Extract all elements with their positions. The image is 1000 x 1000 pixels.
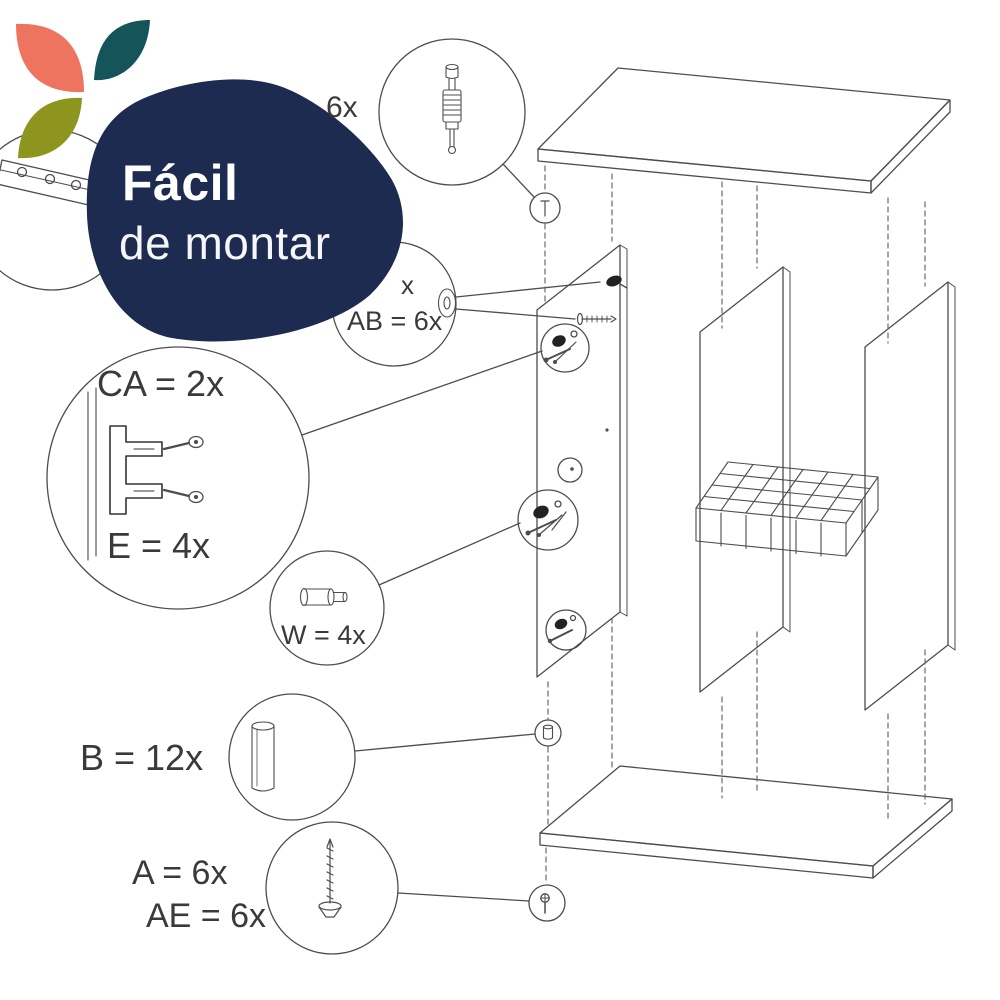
brand-blob <box>86 79 403 342</box>
label-bolt-qty: 6x <box>326 91 358 124</box>
leader-screw <box>397 892 530 902</box>
label-ab-qty: AB = 6x <box>347 306 443 336</box>
pin-marker-circle <box>529 192 561 224</box>
side-panel-right <box>864 281 956 711</box>
label-a-qty: A = 6x <box>132 854 228 892</box>
petal-teal-icon <box>94 20 150 81</box>
label-b-qty: B = 12x <box>80 737 204 778</box>
cam-on-panel-icon <box>606 275 628 289</box>
bolt-callout-circle <box>378 38 526 186</box>
bottom-panel <box>539 765 953 879</box>
plug-icon <box>299 587 348 607</box>
hole-marker <box>557 457 583 483</box>
dowel-icon <box>251 721 275 792</box>
assembly-dashed-lines <box>544 165 926 885</box>
wire-basket <box>695 461 879 557</box>
side-panel-middle <box>699 266 791 693</box>
screw-marker-circle <box>528 884 566 922</box>
screw-callout-circle <box>265 821 399 955</box>
label-ca-qty: CA = 2x <box>97 363 225 404</box>
bracket-callout-circle <box>46 346 310 610</box>
petal-olive-icon <box>18 97 82 159</box>
leader-bolt <box>502 163 535 198</box>
cam-marker-bottom <box>545 609 587 651</box>
brand-title-line1: Fácil <box>122 155 239 211</box>
plug-callout-circle <box>269 550 385 666</box>
dowel-marker-circle <box>534 719 562 747</box>
bracket-icon <box>109 425 163 515</box>
screw-on-panel-icon <box>576 312 617 326</box>
cam-marker-middle <box>517 489 579 551</box>
petal-coral-icon <box>16 23 84 93</box>
top-panel <box>537 67 951 194</box>
screw-icon <box>318 838 342 918</box>
cam-lock-icon <box>437 288 457 318</box>
connector-bolt-icon <box>442 63 462 155</box>
leader-plug <box>378 522 521 586</box>
side-panel-left <box>536 244 628 678</box>
leader-bracket <box>301 350 543 436</box>
label-partial-qty: x <box>401 270 414 300</box>
leader-cam-2 <box>455 308 576 320</box>
dowel-callout-circle <box>228 693 356 821</box>
cam-marker-top <box>540 323 590 373</box>
label-e-qty: E = 4x <box>107 525 211 566</box>
label-ae-qty: AE = 6x <box>146 897 267 935</box>
label-w-qty: W = 4x <box>281 620 366 650</box>
bracket-screw-icons <box>162 435 204 504</box>
leader-cam-1 <box>455 281 601 298</box>
brand-title-line2: de montar <box>119 217 331 269</box>
rail-icon <box>0 159 99 207</box>
leader-dowel <box>354 733 536 752</box>
brand-petals <box>16 20 150 159</box>
